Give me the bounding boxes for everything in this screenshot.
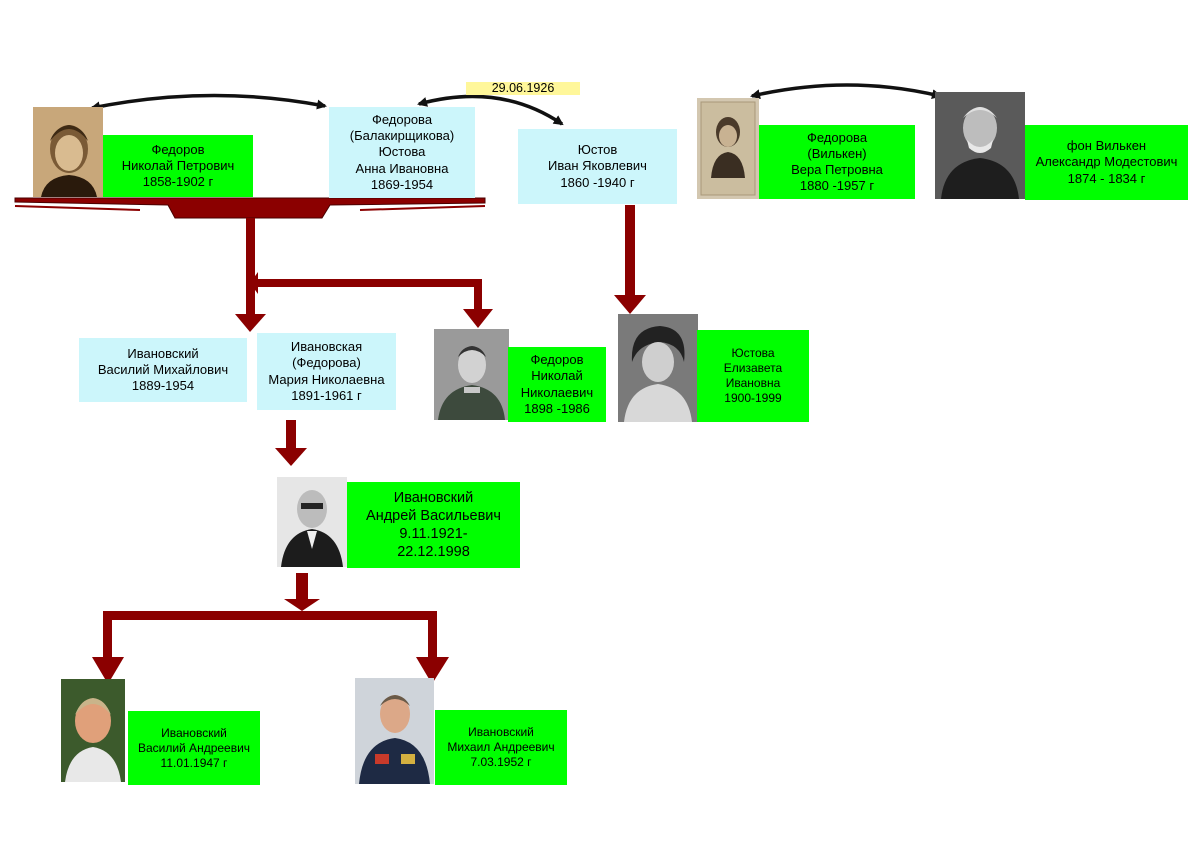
name-line: Мария Николаевна <box>268 372 384 388</box>
name-line: Михаил Андреевич <box>447 740 554 755</box>
name-line: Юстова <box>379 144 426 160</box>
name-line: Елизавета <box>724 361 782 376</box>
person-fedorov-np: Федоров Николай Петрович 1858-1902 г <box>103 135 253 197</box>
arrow-to-andrey <box>275 448 307 466</box>
photo-vilken <box>935 92 1025 199</box>
name-line: Василий Михайлович <box>98 362 228 378</box>
dates-line: 1858-1902 г <box>143 174 214 190</box>
portrait-bw-icon <box>277 477 347 567</box>
name-line: Юстова <box>731 346 774 361</box>
portrait-bw-icon <box>434 329 509 420</box>
photo-andrey <box>277 477 347 567</box>
name-line: Николаевич <box>521 385 593 401</box>
marriage-arc-fedorov-anna <box>92 95 325 108</box>
dates-line: 1860 -1940 г <box>560 175 634 191</box>
person-vasily-a: Ивановский Василий Андреевич 11.01.1947 … <box>128 711 260 785</box>
person-yustova-ei: Юстова Елизавета Ивановна 1900-1999 <box>697 330 809 422</box>
name-line: Николай <box>531 368 583 384</box>
name-line: Ивановская <box>291 339 362 355</box>
photo-vera <box>697 98 759 199</box>
person-maria: Ивановская (Федорова) Мария Николаевна 1… <box>257 333 396 410</box>
name-line: (Балакирщикова) <box>350 128 454 144</box>
dates-line: 9.11.1921- <box>399 525 467 543</box>
person-vera: Федорова (Вилькен) Вера Петровна 1880 -1… <box>759 125 915 199</box>
name-line: Андрей Васильевич <box>366 507 501 525</box>
dates-line: 1898 -1986 <box>524 401 590 417</box>
arrow-to-maria <box>235 314 266 332</box>
name-line: Василий Андреевич <box>138 741 250 756</box>
name-line: Николай Петрович <box>122 158 235 174</box>
person-yustov-iv: Юстов Иван Яковлевич 1860 -1940 г <box>518 129 677 204</box>
name-line: Федоров <box>151 142 204 158</box>
name-line: Ивановна <box>726 376 781 391</box>
person-fedorov-nn: Федоров Николай Николаевич 1898 -1986 <box>508 347 606 422</box>
person-anna: Федорова (Балакирщикова) Юстова Анна Ива… <box>329 107 475 198</box>
marriage-arc-vera-vilken <box>752 85 940 96</box>
photo-vasily-a <box>61 679 125 782</box>
name-line: Ивановский <box>394 489 473 507</box>
name-line: фон Вилькен <box>1067 138 1146 154</box>
name-line: Иван Яковлевич <box>548 158 647 174</box>
dates-line: 22.12.1998 <box>397 543 470 561</box>
name-line: Юстов <box>578 142 618 158</box>
name-line: Федоров <box>530 352 583 368</box>
photo-yustova <box>618 314 698 422</box>
portrait-color-icon <box>355 678 434 784</box>
dates-line: 1869-1954 <box>371 177 433 193</box>
portrait-sepia-icon <box>697 98 759 199</box>
person-andrey: Ивановский Андрей Васильевич 9.11.1921- … <box>347 482 520 568</box>
portrait-sepia-icon <box>33 107 103 197</box>
dates-line: 1874 - 1834 г <box>1068 171 1146 187</box>
name-line: (Федорова) <box>292 355 361 371</box>
name-line: Федорова <box>807 130 867 146</box>
dates-line: 1889-1954 <box>132 378 194 394</box>
marriage-date-label: 29.06.1926 <box>466 82 580 95</box>
dates-line: 1891-1961 г <box>291 388 362 404</box>
person-ivanovsky-vm: Ивановский Василий Михайлович 1889-1954 <box>79 338 247 402</box>
name-line: Анна Ивановна <box>356 161 449 177</box>
photo-fedorov-nn <box>434 329 509 420</box>
photo-fedorov-np <box>33 107 103 197</box>
name-line: Александр Модестович <box>1036 154 1178 170</box>
dates-line: 1900-1999 <box>724 391 781 406</box>
portrait-bw-icon <box>618 314 698 422</box>
name-line: Ивановский <box>161 726 227 741</box>
photo-mikhail-a <box>355 678 434 784</box>
person-vilken: фон Вилькен Александр Модестович 1874 - … <box>1025 125 1188 200</box>
name-line: (Вилькен) <box>807 146 866 162</box>
portrait-color-icon <box>61 679 125 782</box>
dates-line: 7.03.1952 г <box>470 755 531 770</box>
name-line: Ивановский <box>468 725 534 740</box>
name-line: Федорова <box>372 112 432 128</box>
arrow-to-fedorov-nn <box>463 309 493 328</box>
name-line: Вера Петровна <box>791 162 883 178</box>
dates-line: 11.01.1947 г <box>161 756 228 771</box>
name-line: Ивановский <box>127 346 198 362</box>
arrow-to-yustova <box>614 295 646 314</box>
person-mikhail-a: Ивановский Михаил Андреевич 7.03.1952 г <box>435 710 567 785</box>
portrait-bw-icon <box>935 92 1025 199</box>
dates-line: 1880 -1957 г <box>800 178 874 194</box>
